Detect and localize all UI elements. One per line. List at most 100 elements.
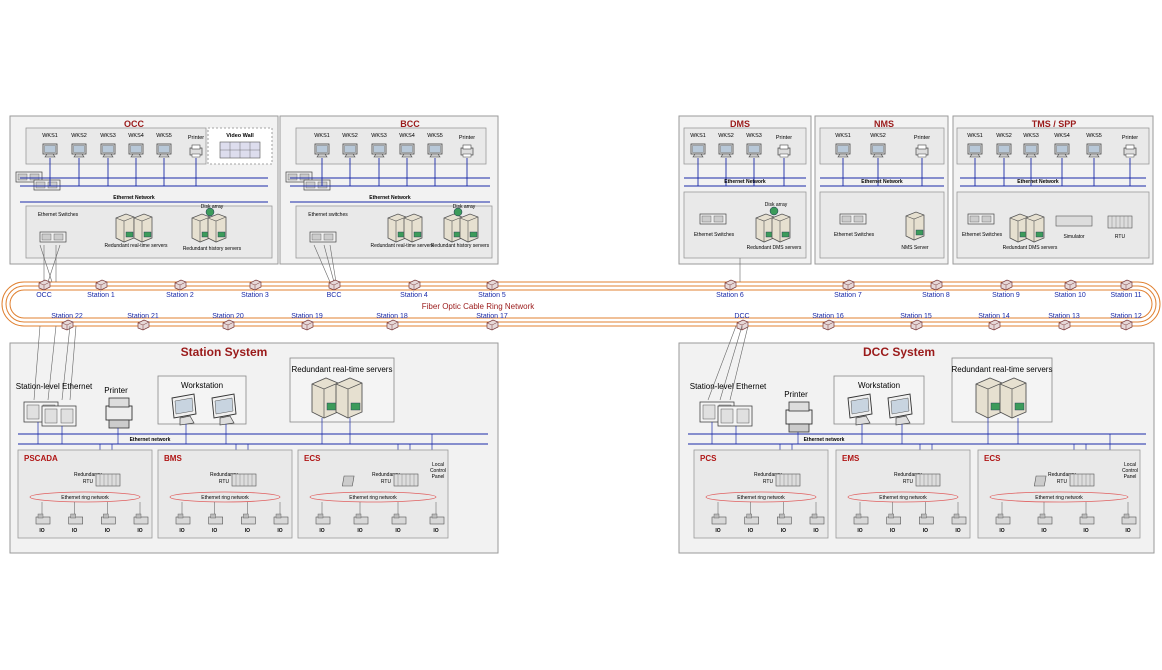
dms-network-label: Ethernet Network bbox=[724, 179, 766, 185]
server-icon bbox=[443, 213, 463, 243]
io-label: IO bbox=[955, 528, 960, 534]
nms-switches-label: Ethernet Switches bbox=[834, 232, 875, 238]
rtu-label: RTU bbox=[83, 479, 94, 485]
ring-top-node-label: Station 3 bbox=[241, 292, 269, 299]
ring-bottom-node-label: DCC bbox=[734, 313, 749, 320]
ring-top-node-label: BCC bbox=[327, 292, 342, 299]
server-icon bbox=[387, 213, 407, 243]
rtu-label: Redundancy bbox=[1048, 472, 1077, 478]
rtu-label: RTU bbox=[903, 479, 914, 485]
rtu-label: Redundancy bbox=[754, 472, 783, 478]
disk-array-icon bbox=[769, 206, 779, 216]
ring-top-node-label: Station 5 bbox=[478, 292, 506, 299]
rtu-label: Redundancy bbox=[210, 472, 239, 478]
nms-panel: NMS WKS1 WKS2 Printer Ethernet Network E… bbox=[814, 115, 949, 265]
occ-realtime-label: Redundant real-time servers bbox=[104, 243, 168, 249]
nms-server-label: NMS Server bbox=[901, 245, 929, 251]
occ-wks1: WKS1 bbox=[42, 133, 58, 139]
station-system-title: Station System bbox=[181, 345, 268, 359]
ring-bottom-node-label: Station 14 bbox=[978, 313, 1010, 320]
io-label: IO bbox=[433, 528, 438, 534]
bcc-wks2: WKS2 bbox=[342, 133, 358, 139]
server-icon bbox=[771, 213, 791, 243]
io-label: IO bbox=[137, 528, 142, 534]
ring-bottom-node-label: Station 12 bbox=[1110, 313, 1142, 320]
server-icon bbox=[1025, 213, 1045, 243]
tms-wks2: WKS2 bbox=[996, 133, 1012, 139]
tms-servers-label: Redundant DMS servers bbox=[1003, 245, 1058, 251]
tms-rtu-label: RTU bbox=[1115, 234, 1126, 240]
tms-printer-label: Printer bbox=[1122, 135, 1138, 141]
occ-wks2: WKS2 bbox=[71, 133, 87, 139]
local-panel-label: Local bbox=[432, 462, 444, 468]
rtu-label: Redundancy bbox=[74, 472, 103, 478]
dcc-system-panel: DCC System Station-level Ethernet Printe… bbox=[678, 325, 1155, 554]
local-panel-label: Panel bbox=[1124, 474, 1137, 480]
ring-top-node-label: Station 6 bbox=[716, 292, 744, 299]
nms-wks2: WKS2 bbox=[870, 133, 886, 139]
printer-icon bbox=[105, 397, 133, 429]
switch-icon bbox=[839, 213, 867, 225]
server-icon bbox=[999, 377, 1027, 419]
disk-array-icon bbox=[205, 207, 215, 217]
local-control-panel-icon bbox=[341, 475, 355, 487]
dms-switches-label: Ethernet Switches bbox=[694, 232, 735, 238]
subsystem-title: PCS bbox=[700, 454, 717, 463]
tms-panel: TMS / SPP WKS1 WKS2 WKS3 WKS4 WKS5 Print… bbox=[952, 115, 1154, 265]
station-switch-label: Station-level Ethernet bbox=[16, 382, 93, 391]
dcc-printer-label: Printer bbox=[784, 390, 808, 399]
tms-wks3: WKS3 bbox=[1023, 133, 1039, 139]
ring-label: Fiber Optic Cable Ring Network bbox=[422, 302, 535, 311]
ring-top-node-label: Station 8 bbox=[922, 292, 950, 299]
server-icon bbox=[459, 213, 479, 243]
ring-bottom-node-label: Station 18 bbox=[376, 313, 408, 320]
nms-network-label: Ethernet Network bbox=[861, 179, 903, 185]
occ-title: OCC bbox=[124, 119, 145, 129]
io-label: IO bbox=[72, 528, 77, 534]
bcc-realtime-label: Redundant real-time servers bbox=[370, 243, 434, 249]
bcc-title: BCC bbox=[400, 119, 420, 129]
local-panel-label: Panel bbox=[432, 474, 445, 480]
rtu-icon bbox=[1069, 473, 1095, 487]
printer-icon bbox=[777, 144, 791, 158]
tms-network-label: Ethernet Network bbox=[1017, 179, 1059, 185]
io-label: IO bbox=[781, 528, 786, 534]
rtu-label: RTU bbox=[381, 479, 392, 485]
rtu-icon bbox=[775, 473, 801, 487]
ring-top-node-label: Station 2 bbox=[166, 292, 194, 299]
simulator-icon bbox=[1055, 215, 1093, 227]
rtu-icon bbox=[95, 473, 121, 487]
tms-wks5: WKS5 bbox=[1086, 133, 1102, 139]
station-switch-icon bbox=[717, 405, 753, 427]
io-label: IO bbox=[245, 528, 250, 534]
subsystem-title: ECS bbox=[984, 454, 1001, 463]
dcc-system-title: DCC System bbox=[863, 345, 935, 359]
ring-top-node-label: Station 7 bbox=[834, 292, 862, 299]
printer-icon bbox=[1123, 144, 1137, 158]
occ-wks5: WKS5 bbox=[156, 133, 172, 139]
nms-printer-label: Printer bbox=[914, 135, 930, 141]
switch-icon bbox=[33, 179, 61, 191]
switch-icon bbox=[699, 213, 727, 225]
ring-network-label: Ethernet ring network bbox=[61, 495, 109, 501]
occ-wks3: WKS3 bbox=[100, 133, 116, 139]
io-label: IO bbox=[999, 528, 1004, 534]
server-icon bbox=[311, 377, 339, 419]
ring-top-node-label: Station 10 bbox=[1054, 292, 1086, 299]
server-icon bbox=[133, 213, 153, 243]
printer-icon bbox=[460, 144, 474, 158]
ring-top-node-label: OCC bbox=[36, 292, 52, 299]
io-label: IO bbox=[357, 528, 362, 534]
bcc-history-label: Redundant history servers bbox=[431, 243, 490, 249]
switch-icon bbox=[39, 231, 67, 243]
station-printer-label: Printer bbox=[104, 386, 128, 395]
ring-top-node-label: Station 1 bbox=[87, 292, 115, 299]
ring-top-node-label: Station 4 bbox=[400, 292, 428, 299]
occ-switches-label: Ethernet Switches bbox=[38, 212, 79, 218]
ring-bottom-node-label: Station 16 bbox=[812, 313, 844, 320]
tms-switches-label: Ethernet Switches bbox=[962, 232, 1003, 238]
server-icon bbox=[115, 213, 135, 243]
